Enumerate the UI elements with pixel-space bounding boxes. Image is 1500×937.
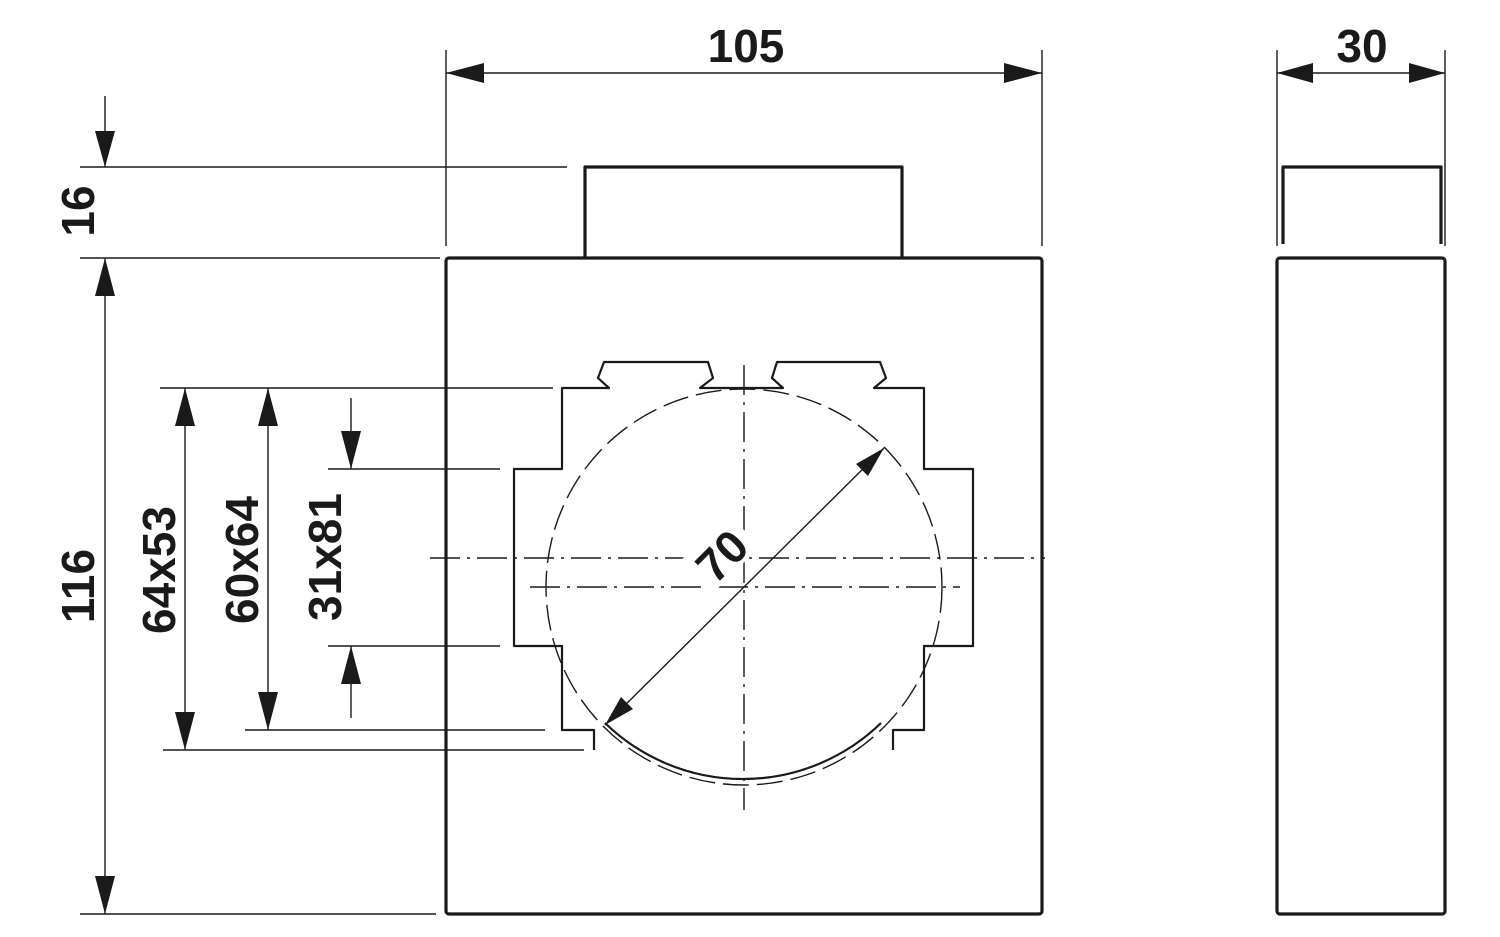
diameter-leader (604, 447, 885, 726)
opening-small-label: 31x81 (299, 493, 351, 621)
diameter-arrow-bottom (605, 697, 633, 725)
side-view-top-terminal (1281, 165, 1443, 244)
diameter-arrow-top (856, 448, 884, 476)
opening-large-label: 64x53 (133, 506, 185, 634)
opening-medium-arrow-bottom (258, 692, 278, 730)
conductor-circle-lower-arc (604, 722, 882, 781)
opening-small-arrow-top (341, 431, 361, 469)
opening-large-arrow-top (175, 388, 195, 426)
top-height-label: 16 (52, 185, 104, 236)
body-height-arrow-bottom (95, 876, 115, 914)
depth-label: 30 (1336, 20, 1387, 72)
width-arrow-right (1004, 63, 1042, 83)
diameter-label-bg (679, 513, 761, 595)
opening-small-arrow-bottom (341, 646, 361, 684)
front-view-top-terminal (583, 165, 904, 258)
diameter-label: 70 (686, 520, 759, 593)
opening-medium-label: 60x64 (216, 496, 268, 624)
opening-large-arrow-bottom (175, 712, 195, 750)
front-view-body (444, 256, 1044, 916)
width-label: 105 (708, 20, 785, 72)
top-height-arrow-down (95, 131, 115, 167)
body-height-label: 116 (52, 549, 104, 623)
opening-medium-arrow-top (258, 388, 278, 426)
depth-arrow-right (1409, 63, 1445, 83)
body-height-arrow-top (95, 258, 115, 296)
side-view-body (1275, 256, 1447, 916)
depth-arrow-left (1277, 63, 1313, 83)
width-arrow-left (446, 63, 484, 83)
